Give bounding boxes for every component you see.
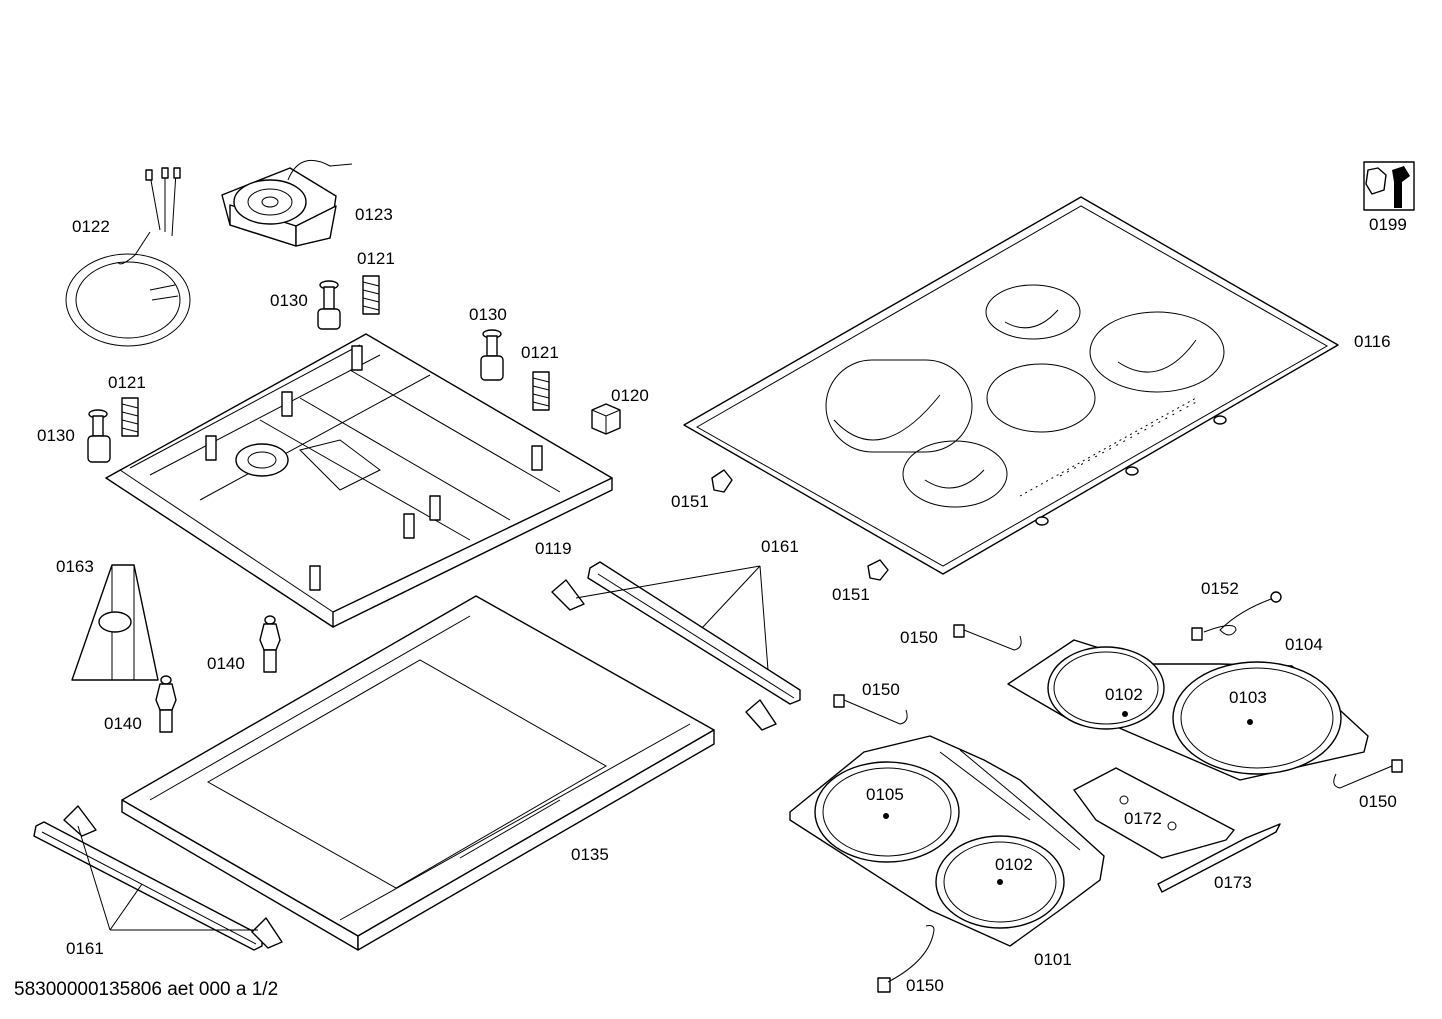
connector-cable-part	[877, 925, 935, 993]
coil-carrier-part	[789, 735, 1105, 947]
label-0123: 0123	[355, 205, 393, 224]
cooling-fan-part	[221, 159, 353, 247]
service-tool-icon	[1363, 161, 1415, 211]
label-0102: 0102	[1105, 685, 1143, 704]
clamp-part	[711, 469, 733, 493]
spring-part	[532, 371, 550, 411]
part-labels: 0122 0123 0121 0130 0130 0121 0121 0130 …	[37, 205, 1407, 995]
label-0161: 0161	[66, 939, 104, 958]
document-id: 58300000135806 aet 000 a 1/2	[14, 979, 279, 1000]
label-0161: 0161	[761, 537, 799, 556]
foot-part	[317, 280, 341, 330]
label-0140: 0140	[104, 714, 142, 733]
mounting-rail-part	[33, 805, 283, 951]
foot-part	[480, 329, 504, 381]
retaining-strip-part	[1157, 823, 1281, 893]
label-0150: 0150	[906, 976, 944, 995]
label-0152: 0152	[1201, 579, 1239, 598]
clip-part	[591, 403, 621, 435]
label-0103: 0103	[1229, 688, 1267, 707]
spacer-part	[259, 615, 281, 673]
sealant-packet-part	[71, 564, 159, 681]
label-0135: 0135	[571, 845, 609, 864]
spacer-part	[155, 675, 177, 733]
label-0151: 0151	[671, 492, 709, 511]
coil-carrier-part	[1007, 639, 1369, 781]
label-0130: 0130	[270, 291, 308, 310]
foot-part	[87, 409, 111, 463]
lower-housing-part	[105, 333, 613, 628]
connector-cable-part	[833, 694, 908, 725]
mounting-rail-part	[551, 561, 801, 731]
label-0121: 0121	[108, 373, 146, 392]
label-0130: 0130	[469, 305, 507, 324]
label-0116: 0116	[1354, 332, 1391, 351]
label-0163: 0163	[56, 557, 94, 576]
label-0121: 0121	[357, 249, 395, 268]
label-0150: 0150	[1359, 792, 1397, 811]
label-0173: 0173	[1214, 873, 1252, 892]
label-0151: 0151	[832, 585, 870, 604]
label-0199: 0199	[1369, 215, 1407, 234]
cable-harness-part	[65, 167, 191, 347]
spring-part	[362, 275, 380, 315]
label-0102: 0102	[995, 855, 1033, 874]
label-0172: 0172	[1124, 809, 1162, 828]
label-0120: 0120	[611, 386, 649, 405]
connector-cable-part	[1333, 759, 1403, 789]
temperature-sensor-part	[1191, 591, 1282, 641]
shield-plate-part	[1073, 767, 1235, 859]
label-0105: 0105	[866, 785, 904, 804]
label-0104: 0104	[1285, 635, 1323, 654]
label-0150: 0150	[900, 628, 938, 647]
mounting-frame-part	[121, 595, 715, 951]
spring-part	[121, 397, 139, 437]
label-0101: 0101	[1034, 950, 1072, 969]
label-0121: 0121	[521, 343, 559, 362]
glass-cooktop-part	[683, 196, 1339, 575]
label-0119: 0119	[535, 539, 572, 558]
connector-cable-part	[953, 624, 1022, 651]
label-0140: 0140	[207, 654, 245, 673]
clamp-part	[867, 559, 889, 581]
label-0150: 0150	[862, 680, 900, 699]
label-0122: 0122	[72, 217, 110, 236]
label-0130: 0130	[37, 426, 75, 445]
